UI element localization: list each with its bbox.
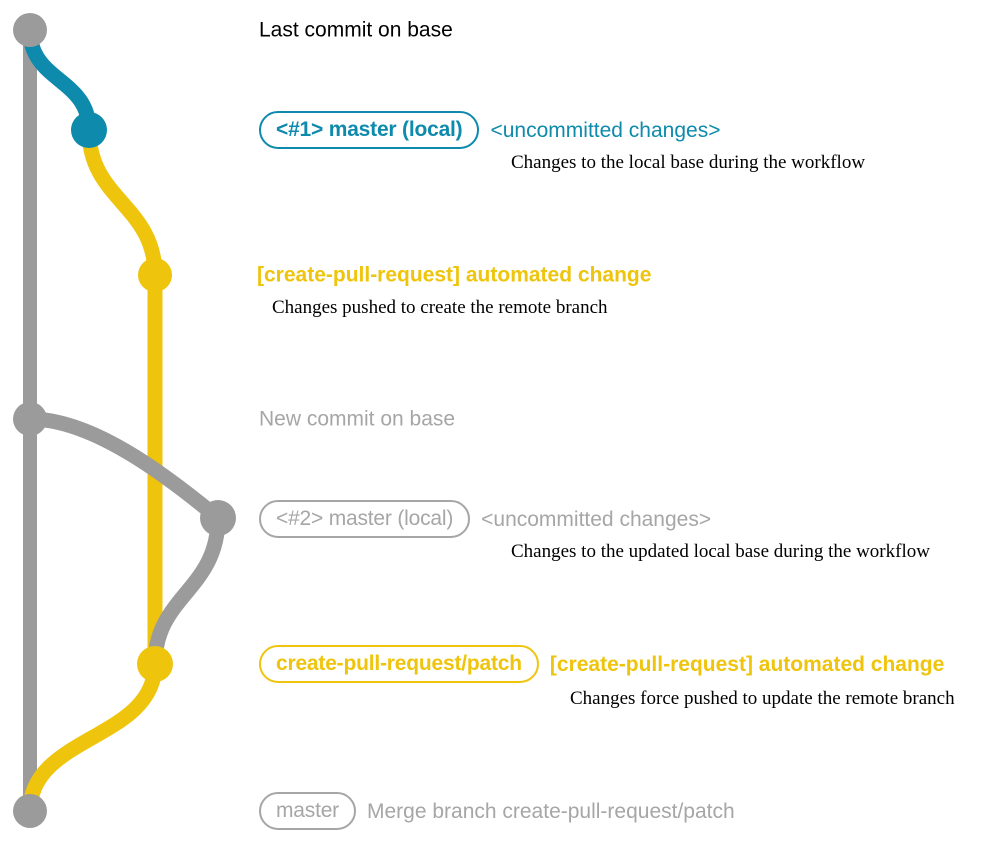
commit-node-automated-2[interactable] [137, 646, 173, 682]
commit-description: Changes to the updated local base during… [511, 541, 930, 562]
branch-badge-create-pull-request-patch[interactable]: create-pull-request/patch [259, 645, 539, 683]
branch-line-local-2-to-patch [147, 510, 226, 672]
commit-description: Changes to the local base during the wor… [511, 152, 866, 173]
commit-row-automated-change-2: create-pull-request/patch [create-pull-r… [259, 645, 944, 683]
commit-description: Changes pushed to create the remote bran… [272, 297, 608, 318]
branch-line-local-2 [22, 411, 226, 526]
commit-node-merge[interactable] [13, 794, 47, 828]
commit-headline: [create-pull-request] automated change [549, 652, 945, 676]
commit-node-automated-1[interactable] [138, 258, 172, 292]
commit-headline: [create-pull-request] automated change [257, 263, 652, 287]
commit-row-local-change-1: <#1> master (local) <uncommitted changes… [259, 111, 720, 149]
branch-badge-master-local-1[interactable]: <#1> master (local) [259, 111, 480, 149]
branch-line-merge [22, 656, 163, 819]
branch-badge-master-local-2[interactable]: <#2> master (local) [259, 500, 471, 538]
commit-row-new-commit-on-base: New commit on base [259, 409, 455, 430]
branch-badge-master[interactable]: master [259, 792, 356, 830]
branch-line-feature-1 [81, 122, 163, 283]
commit-row-local-change-2: <#2> master (local) <uncommitted changes… [259, 500, 711, 538]
commit-node-last-base[interactable] [13, 13, 47, 47]
commit-headline: <uncommitted changes> [481, 507, 712, 531]
commit-headline: Merge branch create-pull-request/patch [366, 799, 735, 823]
commit-node-new-base[interactable] [13, 402, 47, 436]
commit-node-local-2[interactable] [200, 500, 236, 536]
commit-row-merge-commit: master Merge branch create-pull-request/… [259, 792, 735, 830]
commit-row-last-commit-on-base: Last commit on base [259, 20, 453, 41]
commit-row-automated-change-1: [create-pull-request] automated change [257, 265, 651, 286]
commit-headline: Last commit on base [259, 18, 453, 42]
commit-headline: <uncommitted changes> [490, 118, 721, 142]
commit-headline: New commit on base [259, 407, 456, 431]
commit-node-local-1[interactable] [71, 112, 107, 148]
commit-description: Changes force pushed to update the remot… [570, 688, 955, 709]
